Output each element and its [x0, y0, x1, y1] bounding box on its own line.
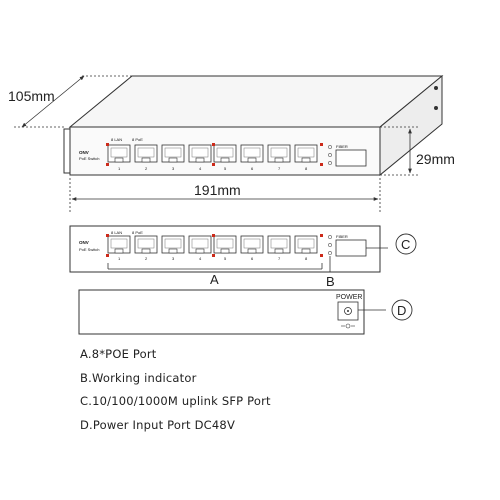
iso-port-number-5: 5	[224, 166, 227, 171]
rear-panel-outline	[78, 289, 365, 335]
iso-port-corner-mark	[320, 143, 323, 146]
front-brand-logo: ONV	[79, 240, 89, 245]
iso-port-number-3: 3	[172, 166, 175, 171]
front-port-number-1: 1	[118, 256, 121, 261]
iso-rj45-port-5	[213, 144, 237, 163]
power-label: POWER	[336, 294, 362, 301]
front-port-numbers: 1 2 3 4 5 6 7 8	[118, 256, 308, 261]
front-model-label: PoE Switch	[79, 247, 99, 252]
front-fiber-label: FIBER	[336, 234, 348, 239]
iso-rj45-port-2	[134, 144, 158, 163]
switch-top-face	[68, 75, 444, 128]
iso-port-number-6: 6	[251, 166, 254, 171]
legend-list: A.8*POE Port B.Working indicator C.10/10…	[80, 346, 440, 440]
iso-port-number-2: 2	[145, 166, 148, 171]
iso-fiber-label: FIBER	[336, 144, 348, 149]
iso-port-corner-mark	[106, 143, 109, 146]
front-port-corner-mark	[106, 234, 109, 237]
polarity-symbol	[341, 323, 355, 329]
front-rj45-port-8	[294, 235, 318, 254]
iso-lan-label: 8 LAN	[111, 137, 122, 142]
iso-port-number-8: 8	[305, 166, 308, 171]
callout-b: B	[326, 274, 335, 289]
front-port-number-5: 5	[224, 256, 227, 261]
front-poe-label: 8 PoE	[132, 230, 143, 235]
front-port-number-7: 7	[278, 256, 281, 261]
front-port-corner-mark	[106, 254, 109, 257]
front-rj45-port-3	[161, 235, 185, 254]
iso-port-number-4: 4	[199, 166, 202, 171]
front-lan-label: 8 LAN	[111, 230, 122, 235]
legend-item-c: C.10/100/1000M uplink SFP Port	[80, 394, 271, 408]
left-rack-ear	[63, 128, 71, 174]
front-view: ONV PoE Switch 8 LAN 8 PoE 1 2 3 4 5 6 7 8 FIBE…	[69, 225, 381, 273]
front-port-group	[106, 234, 323, 257]
width-dimension	[69, 178, 381, 212]
front-rj45-port-1	[107, 235, 131, 254]
legend-item-a: A.8*POE Port	[80, 347, 157, 361]
front-indicators	[328, 235, 332, 255]
front-rj45-port-5	[213, 235, 237, 254]
height-label: 29mm	[416, 151, 455, 167]
legend-item-b: B.Working indicator	[80, 370, 197, 385]
front-port-corner-mark	[320, 234, 323, 237]
iso-rj45-port-8	[294, 144, 318, 163]
iso-brand-logo: ONV	[79, 150, 89, 155]
front-rj45-port-2	[134, 235, 158, 254]
callout-c: C	[401, 237, 410, 252]
iso-rj45-port-3	[161, 144, 185, 163]
depth-label: 105mm	[8, 88, 55, 104]
front-port-corner-mark	[212, 254, 215, 257]
front-rj45-port-4	[188, 235, 212, 254]
front-port-number-8: 8	[305, 256, 308, 261]
height-dimension	[380, 126, 420, 176]
callout-d: D	[397, 303, 406, 318]
front-sfp-port	[335, 239, 367, 257]
iso-port-number-7: 7	[278, 166, 281, 171]
rear-view: POWER	[78, 289, 365, 335]
front-port-number-6: 6	[251, 256, 254, 261]
iso-rj45-port-7	[267, 144, 291, 163]
iso-rj45-port-6	[240, 144, 264, 163]
iso-port-numbers: 1 2 3 4 5 6 7 8	[118, 166, 308, 171]
width-label: 191mm	[194, 182, 241, 198]
iso-poe-label: 8 PoE	[132, 137, 143, 142]
front-rj45-port-7	[267, 235, 291, 254]
callout-a: A	[210, 272, 219, 287]
callout-d-circle	[391, 299, 413, 321]
iso-front-panel: ONV PoE Switch 8 LAN 8 PoE 1 2 3 4 5 6 7 8 FIBE…	[79, 137, 367, 171]
iso-sfp-port	[335, 149, 367, 167]
legend-item-d: D.Power Input Port DC48V	[80, 417, 236, 432]
iso-model-label: PoE Switch	[79, 156, 99, 161]
front-port-number-4: 4	[199, 256, 202, 261]
depth-dimension	[14, 75, 132, 128]
iso-port-corner-mark	[212, 143, 215, 146]
iso-rj45-port-1	[107, 144, 131, 163]
iso-port-group	[106, 143, 323, 166]
front-port-corner-mark	[320, 254, 323, 257]
iso-rj45-port-4	[188, 144, 212, 163]
iso-port-corner-mark	[320, 163, 323, 166]
front-port-number-2: 2	[145, 256, 148, 261]
iso-indicators	[328, 145, 332, 165]
front-rj45-port-6	[240, 235, 264, 254]
callout-a-bracket	[107, 263, 323, 270]
iso-port-number-1: 1	[118, 166, 121, 171]
front-port-number-3: 3	[172, 256, 175, 261]
front-port-corner-mark	[212, 234, 215, 237]
iso-port-corner-mark	[212, 163, 215, 166]
iso-port-corner-mark	[106, 163, 109, 166]
callout-c-circle	[395, 233, 417, 255]
